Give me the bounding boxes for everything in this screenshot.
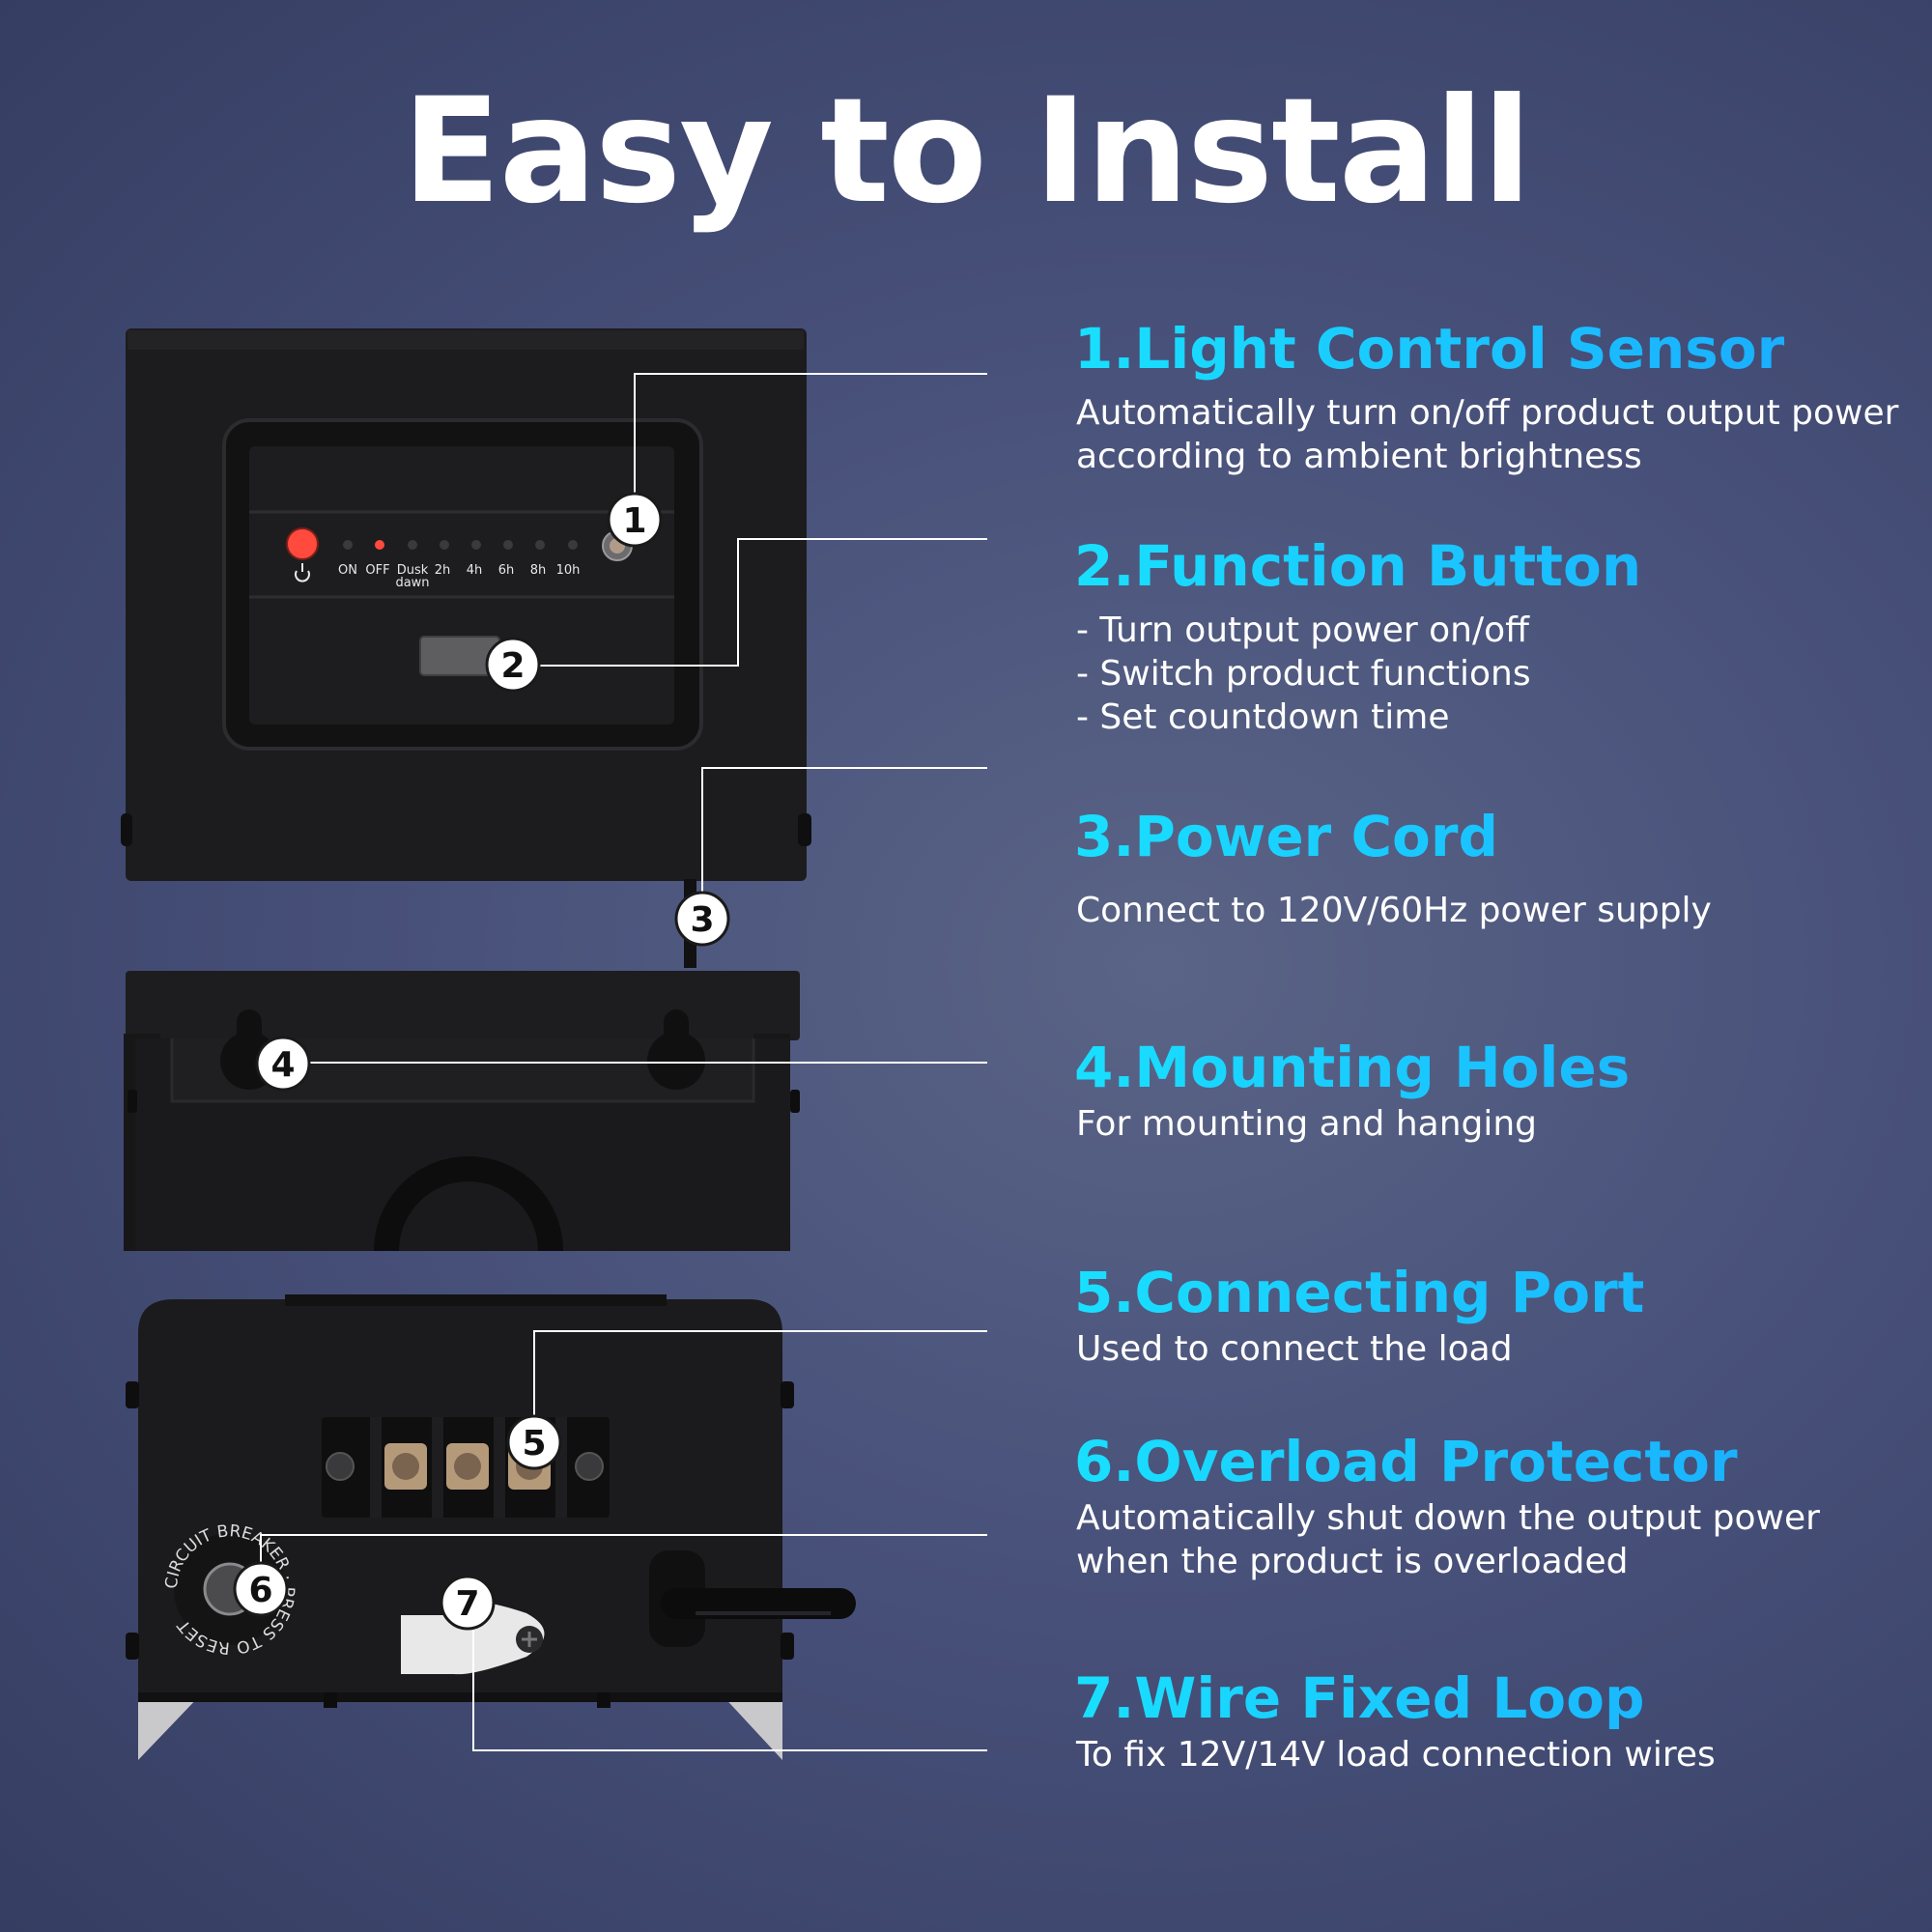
feature-function-button: 2.Function Button - Turn output power on… <box>1074 534 1905 739</box>
output-cable-icon <box>649 1550 856 1647</box>
callout-badge-5: 5 <box>506 1414 562 1470</box>
callout-badge-7: 7 <box>440 1575 496 1631</box>
power-led-icon <box>287 528 318 559</box>
led-label-off: OFF <box>365 563 389 578</box>
led-label-2h: 2h <box>435 563 451 578</box>
feature-overload-protector: 6.Overload Protector Automatically shut … <box>1074 1430 1905 1583</box>
feature-mounting-holes: 4.Mounting Holes For mounting and hangin… <box>1074 1036 1905 1146</box>
feature-description: Automatically shut down the output power… <box>1076 1497 1820 1581</box>
feature-connecting-port: 5.Connecting Port Used to connect the lo… <box>1074 1261 1905 1371</box>
mounting-hole-right-icon <box>647 1009 705 1090</box>
led-label-8h: 8h <box>530 563 547 578</box>
svg-text:4: 4 <box>270 1045 295 1085</box>
device-front-view: ON OFF Dusk dawn 2h 4h 6h 8h 10h <box>121 328 811 968</box>
feature-power-cord: 3.Power Cord Connect to 120V/60Hz power … <box>1074 805 1905 932</box>
svg-text:1: 1 <box>622 501 646 541</box>
feature-heading: 4.Mounting Holes <box>1074 1036 1905 1100</box>
svg-text:3: 3 <box>690 900 714 940</box>
led-label-6h: 6h <box>498 563 515 578</box>
feature-light-control-sensor: 1.Light Control Sensor Automatically tur… <box>1074 317 1905 478</box>
callout-badge-2: 2 <box>485 637 541 693</box>
device-back-view <box>124 971 800 1252</box>
feature-heading: 6.Overload Protector <box>1074 1430 1905 1494</box>
callout-badge-6: 6 <box>233 1561 289 1617</box>
led-label-4h: 4h <box>467 563 483 578</box>
page-title: Easy to Install <box>402 68 1532 236</box>
feature-heading: 5.Connecting Port <box>1074 1261 1905 1325</box>
svg-text:2: 2 <box>500 646 525 686</box>
feature-heading: 2.Function Button <box>1074 534 1905 599</box>
feature-heading: 7.Wire Fixed Loop <box>1074 1666 1905 1731</box>
svg-text:5: 5 <box>522 1424 546 1463</box>
power-symbol-icon <box>295 563 310 582</box>
led-label-dawn: dawn <box>395 576 429 590</box>
callout-badge-1: 1 <box>607 492 663 548</box>
feature-description: Connect to 120V/60Hz power supply <box>1076 890 1712 930</box>
feature-description: For mounting and hanging <box>1076 1103 1538 1144</box>
feature-heading: 1.Light Control Sensor <box>1074 317 1905 382</box>
feature-description: To fix 12V/14V load connection wires <box>1076 1734 1716 1775</box>
led-label-on: ON <box>338 563 357 578</box>
device-bottom-view: CIRCUIT BREAKER · PRESS TO RESET <box>126 1294 856 1760</box>
feature-description: - Turn output power on/off - Switch prod… <box>1076 610 1531 737</box>
feature-wire-fixed-loop: 7.Wire Fixed Loop To fix 12V/14V load co… <box>1074 1666 1905 1776</box>
terminal-block-icon <box>322 1417 610 1518</box>
feature-heading: 3.Power Cord <box>1074 805 1905 869</box>
callout-badge-4: 4 <box>255 1036 311 1092</box>
svg-text:7: 7 <box>455 1584 479 1624</box>
feature-description: Used to connect the load <box>1076 1328 1513 1369</box>
callout-badge-3: 3 <box>674 891 730 947</box>
callout-lines <box>260 373 987 1751</box>
svg-text:6: 6 <box>248 1571 272 1610</box>
feature-description: Automatically turn on/off product output… <box>1076 392 1899 476</box>
led-label-dusk: Dusk <box>397 563 429 578</box>
led-label-10h: 10h <box>556 563 581 578</box>
